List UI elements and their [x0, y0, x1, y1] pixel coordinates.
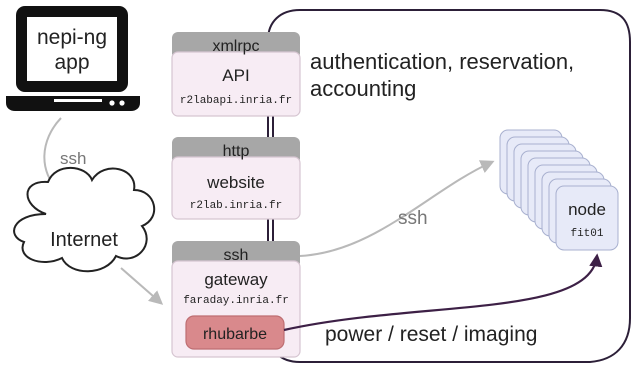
edge-label-power: power / reset / imaging [325, 323, 537, 346]
node-front: node fit01 [555, 185, 619, 251]
rhubarbe-service [185, 315, 285, 350]
server-website-host: r2lab.inria.fr [190, 200, 282, 212]
server-website-name: website [206, 173, 265, 192]
laptop-label-line1: nepi-ng [37, 26, 107, 49]
edge-label-laptop-ssh: ssh [60, 149, 86, 168]
rhubarbe-label: rhubarbe [203, 326, 267, 343]
edge-label-gateway-ssh: ssh [398, 208, 428, 229]
server-gateway: ssh gateway faraday.inria.fr rhubarbe [171, 241, 301, 358]
server-gateway-name: gateway [204, 270, 268, 289]
server-api: xmlrpc API r2labapi.inria.fr [171, 32, 301, 117]
arrow-internet-to-gateway [120, 267, 164, 305]
laptop-label-line2: app [54, 51, 89, 74]
server-api-host: r2labapi.inria.fr [180, 95, 292, 107]
server-api-protocol: xmlrpc [212, 38, 259, 55]
server-website: http website r2lab.inria.fr [171, 137, 301, 220]
server-api-name: API [222, 66, 249, 85]
cloud-icon: Internet [13, 166, 156, 273]
server-gateway-host: faraday.inria.fr [183, 295, 289, 307]
server-website-protocol: http [223, 143, 250, 160]
api-caption-line2: accounting [310, 76, 416, 101]
laptop-icon: nepi-ng app [6, 6, 140, 111]
arrow-gateway-to-nodes [299, 160, 495, 257]
node-id: fit01 [570, 228, 603, 240]
api-caption-line1: authentication, reservation, [310, 49, 574, 74]
server-gateway-protocol: ssh [224, 247, 249, 264]
arrow-power-to-nodes [283, 253, 603, 332]
node-name: node [568, 200, 606, 219]
testbed-outline [267, 9, 631, 363]
internet-label: Internet [50, 229, 118, 251]
